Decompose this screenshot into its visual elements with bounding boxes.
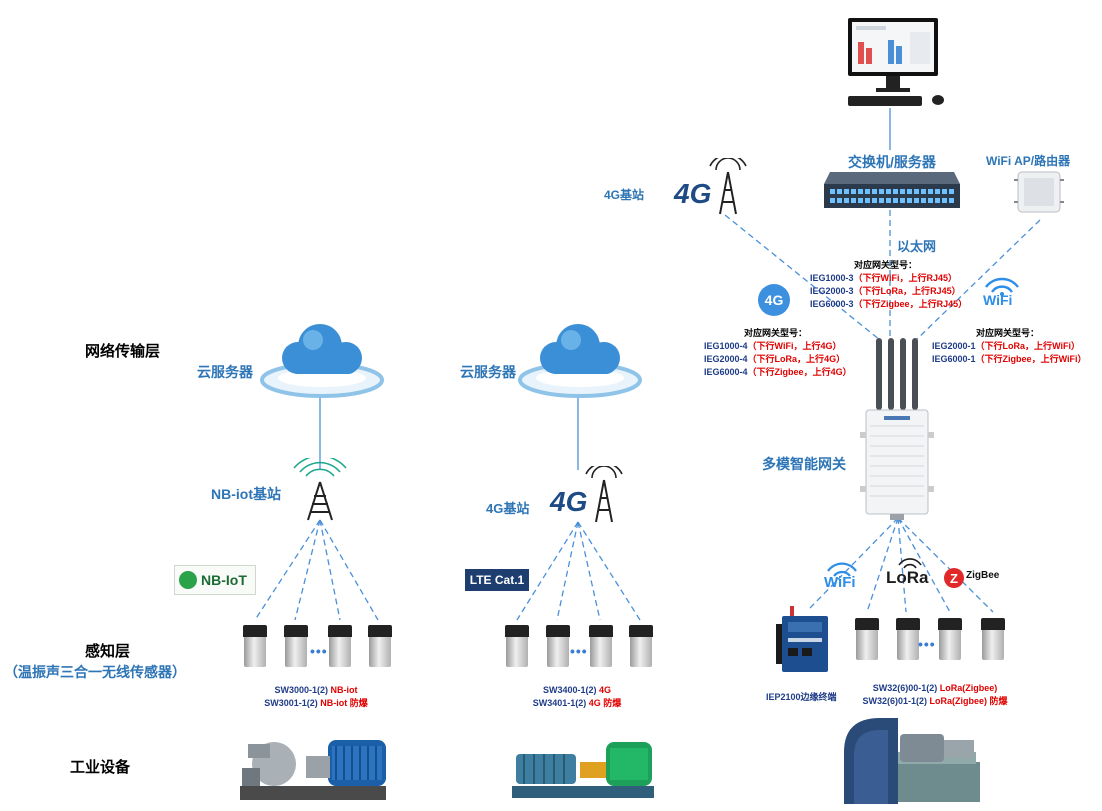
4g-tower-icon: 4G xyxy=(670,158,750,218)
sensor-icon xyxy=(895,618,921,662)
link-line xyxy=(897,517,994,613)
link-line xyxy=(254,519,321,621)
switch-label: 交换机/服务器 xyxy=(848,154,936,170)
sensor-model-text: SW3400-1(2) 4G SW3401-1(2) 4G 防爆 xyxy=(532,685,622,708)
gateway-label: 多模智能网关 xyxy=(762,456,846,472)
multistage-pump-image xyxy=(512,742,654,798)
edge-terminal-label: IEP2100边缘终端 xyxy=(766,692,837,702)
centrifugal-pump-image xyxy=(240,740,386,800)
nb-iot-tower-icon xyxy=(293,458,347,521)
link-line xyxy=(915,219,1041,341)
sensor-icon xyxy=(854,618,880,662)
sensor-icon xyxy=(242,625,268,669)
lora-protocol-icon: LoRa xyxy=(886,558,936,594)
cloud-server-icon xyxy=(518,324,642,398)
monitor-icon xyxy=(848,18,944,106)
perception-layer-label: 感知层 xyxy=(85,643,131,660)
link-line xyxy=(897,517,951,613)
link-line xyxy=(556,521,579,621)
gateway-model-group: 对应网关型号： IEG1000-3（下行WiFi，上行RJ45） IEG2000… xyxy=(810,260,968,309)
link-line xyxy=(577,521,641,621)
nb-iot-badge: NB-IoT xyxy=(174,565,256,595)
link-line xyxy=(897,517,907,613)
ellipsis-dots: ••• xyxy=(570,643,588,659)
link-line xyxy=(577,521,601,621)
zigbee-protocol-icon: Z ZigBee xyxy=(944,566,1006,590)
ellipsis-dots: ••• xyxy=(310,643,328,659)
wifi-icon: WiFi xyxy=(980,276,1024,310)
ethernet-label: 以太网 xyxy=(897,239,937,254)
cloud-label: 云服务器 xyxy=(460,364,516,380)
ellipsis-dots: ••• xyxy=(918,636,936,652)
network-switch-icon xyxy=(824,172,960,208)
wifi-protocol-icon: WiFi xyxy=(822,562,862,596)
sensor-icon xyxy=(545,625,571,669)
4g-badge: 4G xyxy=(758,284,790,316)
perception-layer-sublabel: （温振声三合一无线传感器） xyxy=(4,664,186,680)
cloud-label: 云服务器 xyxy=(197,364,253,380)
sensor-icon xyxy=(628,625,654,669)
blower-fan-image xyxy=(844,718,980,804)
station-label: 4G基站 xyxy=(604,188,645,202)
globe-icon xyxy=(179,571,197,589)
sensor-icon xyxy=(367,625,393,669)
lte-cat1-badge: LTE Cat.1 xyxy=(465,569,529,591)
industrial-layer-label: 工业设备 xyxy=(70,759,131,776)
sensor-icon xyxy=(937,618,963,662)
sensor-icon xyxy=(283,625,309,669)
link-line xyxy=(724,214,881,341)
link-line xyxy=(809,517,899,609)
multi-mode-gateway-icon xyxy=(860,338,934,520)
wifi-ap-router-icon xyxy=(1014,171,1064,213)
gateway-model-group: 对应网关型号： IEG1000-4（下行WiFi，上行4G） IEG2000-4… xyxy=(704,328,852,377)
sensor-icon xyxy=(588,625,614,669)
edge-terminal-icon xyxy=(776,606,828,672)
cloud-server-icon xyxy=(260,324,384,398)
station-label: 4G基站 xyxy=(486,501,530,516)
link-line xyxy=(866,517,899,613)
link-line xyxy=(319,519,341,621)
wifi-ap-label: WiFi AP/路由器 xyxy=(986,154,1071,168)
sensor-model-text: SW32(6)00-1(2) LoRa(Zigbee) SW32(6)01-1(… xyxy=(862,683,1008,706)
sensor-model-text: SW3000-1(2) NB-iot SW3001-1(2) NB-iot 防爆 xyxy=(264,685,368,708)
4g-tower-icon: 4G xyxy=(546,466,626,526)
network-layer-label: 网络传输层 xyxy=(85,343,161,360)
sensor-icon xyxy=(504,625,530,669)
link-line xyxy=(319,519,379,621)
sensor-icon xyxy=(327,625,353,669)
gateway-model-group: 对应网关型号： IEG2000-1（下行LoRa，上行WiFi） IEG6000… xyxy=(932,328,1087,364)
station-label: NB-iot基站 xyxy=(211,486,281,502)
sensor-icon xyxy=(980,618,1006,662)
link-line xyxy=(294,519,321,621)
